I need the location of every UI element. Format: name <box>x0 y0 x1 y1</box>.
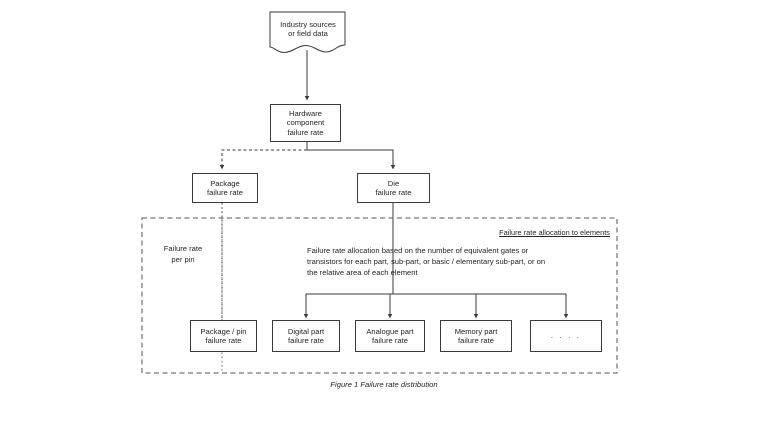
group-label-allocation: Failure rate allocation to elements <box>499 228 610 237</box>
node-industry-sources: Industry sources or field data <box>270 12 346 52</box>
node-die-failure-rate-label: Die failure rate <box>375 178 412 197</box>
figure-caption: Figure 1 Failure rate distribution <box>330 380 438 389</box>
node-die-failure-rate: Die failure rate <box>357 173 430 203</box>
connector-hardware-to-die <box>307 149 396 170</box>
node-ellipsis: . . . . <box>530 320 602 352</box>
node-analogue-part-failure-rate-label: Analogue part failure rate <box>366 326 414 345</box>
connector-hardware-to-package <box>219 149 307 170</box>
node-package-failure-rate-label: Package failure rate <box>207 178 243 197</box>
document-shape-industry-sources <box>269 11 346 54</box>
text-failure-rate-per-pin: Failure rate per pin <box>163 244 203 264</box>
group-container-allocation <box>141 217 618 374</box>
node-industry-sources-label: Industry sources or field data <box>280 20 336 39</box>
node-memory-part-failure-rate-label: Memory part failure rate <box>454 326 498 345</box>
node-hardware-component-label: Hardware component failure rate <box>286 108 325 137</box>
node-package-failure-rate: Package failure rate <box>192 173 258 203</box>
node-ellipsis-label: . . . . <box>550 331 582 341</box>
node-package-pin-failure-rate: Package / pin failure rate <box>190 320 257 352</box>
node-analogue-part-failure-rate: Analogue part failure rate <box>355 320 425 352</box>
node-package-pin-failure-rate-label: Package / pin failure rate <box>200 326 247 345</box>
node-digital-part-failure-rate-label: Digital part failure rate <box>287 326 325 345</box>
node-digital-part-failure-rate: Digital part failure rate <box>272 320 340 352</box>
node-memory-part-failure-rate: Memory part failure rate <box>440 320 512 352</box>
text-allocation-description: Failure rate allocation based on the num… <box>307 246 546 277</box>
node-hardware-component: Hardware component failure rate <box>270 104 341 142</box>
